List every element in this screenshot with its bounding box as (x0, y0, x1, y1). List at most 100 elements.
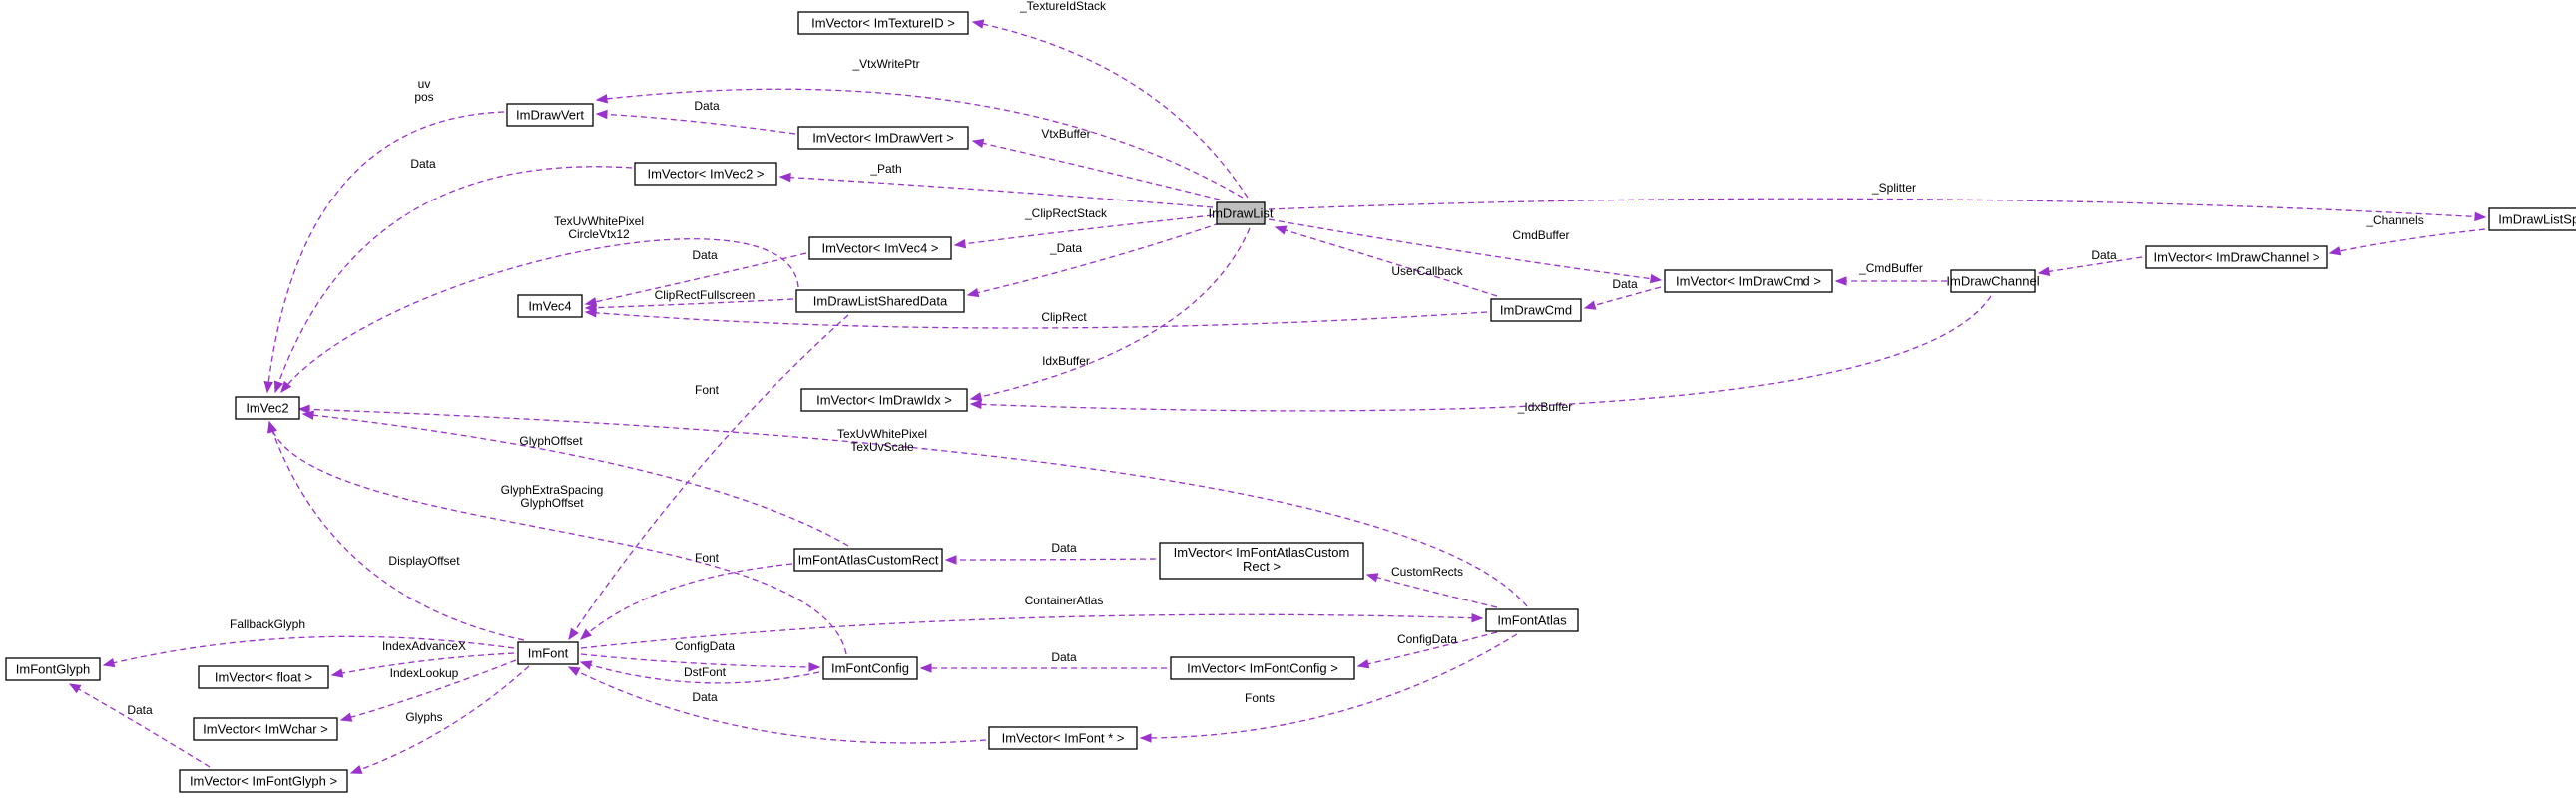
node-box[interactable] (517, 294, 583, 318)
edge-arrowhead (919, 663, 932, 673)
node-box[interactable] (1490, 298, 1582, 322)
node-ImVecDrawVert[interactable]: ImVector< ImDrawVert > (797, 126, 969, 150)
node-box[interactable] (822, 656, 918, 680)
node-label: ImVector< float > (215, 670, 312, 685)
node-ImDrawChannel[interactable]: ImDrawChannel (1946, 269, 2040, 293)
edge-ImDrawChannel-to-ImVecDrawIdx: _IdxBuffer (969, 295, 1992, 414)
node-box[interactable] (1664, 269, 1833, 293)
node-ImVecDrawIdx[interactable]: ImVector< ImDrawIdx > (800, 388, 968, 412)
edge-label: _CmdBuffer (1858, 261, 1923, 275)
node-ImDrawListSplitter[interactable]: ImDrawListSplitter (2488, 207, 2576, 231)
edge-line (779, 176, 1214, 208)
edge-arrowhead (568, 627, 579, 641)
node-ImFontAtlas[interactable]: ImFontAtlas (1485, 608, 1579, 632)
edge-arrowhead (1649, 273, 1663, 284)
edge-label: IdxBuffer (1042, 354, 1090, 368)
node-ImFontGlyph[interactable]: ImFontGlyph (5, 657, 101, 681)
edge-label: VtxBuffer (1041, 127, 1090, 141)
edge-label: Data (694, 99, 720, 113)
node-box[interactable] (1950, 269, 2036, 293)
edge-line (1366, 574, 1498, 608)
edge-ImFont-to-ImVec2: DisplayOffset (267, 420, 525, 641)
node-label: ImFontAtlasCustomRect (798, 553, 939, 568)
node-box[interactable] (5, 657, 101, 681)
node-box[interactable] (808, 236, 952, 260)
edge-label: Data (2091, 248, 2117, 262)
edge-arrowhead (339, 712, 353, 722)
edge-label: Data (127, 703, 153, 717)
edge-label: ConfigData (1397, 632, 1457, 646)
node-box[interactable] (795, 289, 965, 313)
edge-line (331, 652, 515, 676)
node-box[interactable] (1485, 608, 1579, 632)
node-ImVec4[interactable]: ImVec4 (517, 294, 583, 318)
node-ImVecFloat[interactable]: ImVector< float > (198, 665, 329, 689)
edge-ImDrawList-to-ImDrawListSharedData: _Data (966, 222, 1221, 298)
edge-ImVecDrawVert-to-ImDrawVert: Data (595, 99, 796, 135)
node-label: ImVec4 (528, 299, 571, 314)
node-label: ImVector< ImDrawChannel > (2154, 250, 2320, 265)
node-box[interactable] (517, 641, 579, 665)
node-ImVecFontGlyph[interactable]: ImVector< ImFontGlyph > (179, 769, 348, 793)
node-box[interactable] (2145, 245, 2328, 269)
node-box[interactable] (198, 665, 329, 689)
edge-ImDrawList-to-ImVecDrawVert: VtxBuffer (971, 127, 1221, 200)
edge-label: UserCallback (1391, 264, 1463, 278)
node-ImFont[interactable]: ImFont (517, 641, 579, 665)
node-box[interactable] (506, 103, 594, 127)
node-box[interactable] (2488, 207, 2576, 231)
node-ImDrawVert[interactable]: ImDrawVert (506, 103, 594, 127)
edge-arrowhead (1356, 659, 1370, 669)
edge-line (580, 661, 820, 684)
edge-arrowhead (567, 666, 581, 676)
node-box[interactable] (634, 162, 777, 186)
node-label: ImVector< ImTextureID > (811, 16, 955, 31)
node-ImFontAtlasCustomRect[interactable]: ImFontAtlasCustomRect (793, 548, 943, 572)
edge-line (103, 635, 515, 666)
node-ImVec2[interactable]: ImVec2 (235, 396, 300, 420)
node-ImVecDrawCmd[interactable]: ImVector< ImDrawCmd > (1664, 269, 1833, 293)
edge-label: Data (692, 690, 718, 704)
edge-line (274, 166, 633, 393)
node-ImFontConfig[interactable]: ImFontConfig (822, 656, 918, 680)
node-box[interactable] (797, 11, 969, 35)
node-ImVecVec4[interactable]: ImVector< ImVec4 > (808, 236, 952, 260)
edge-label: _IdxBuffer (1517, 400, 1572, 414)
node-ImVecVec2[interactable]: ImVector< ImVec2 > (634, 162, 777, 186)
edge-label: Data (1051, 650, 1077, 664)
node-box[interactable] (800, 388, 968, 412)
node-ImDrawCmd[interactable]: ImDrawCmd (1490, 298, 1582, 322)
node-ImVecWchar[interactable]: ImVector< ImWchar > (193, 717, 338, 741)
edge-label: GlyphOffset (519, 434, 583, 448)
edge-ImFont-to-ImVecFloat: IndexAdvanceX (330, 639, 515, 678)
node-box[interactable] (988, 726, 1138, 750)
node-ImDrawListSharedData[interactable]: ImDrawListSharedData (795, 289, 965, 313)
edge-arrowhead (971, 19, 985, 29)
node-box[interactable] (1216, 201, 1266, 225)
node-box[interactable] (193, 717, 338, 741)
node-box[interactable] (797, 126, 969, 150)
node-ImVecTextureID[interactable]: ImVector< ImTextureID > (797, 11, 969, 35)
node-box[interactable] (1170, 656, 1355, 680)
node-ImVecFontPtr[interactable]: ImVector< ImFont * > (988, 726, 1138, 750)
node-box[interactable] (235, 396, 300, 420)
edge-label: Data (410, 157, 436, 171)
edge-arrowhead (944, 555, 957, 565)
node-ImVecFontConfig[interactable]: ImVector< ImFontConfig > (1170, 656, 1355, 680)
edge-arrowhead (584, 297, 598, 307)
edge-arrowhead (595, 109, 608, 120)
node-ImVecDrawChannel[interactable]: ImVector< ImDrawChannel > (2145, 245, 2328, 269)
edge-label: _Data (1049, 241, 1082, 255)
node-box[interactable] (793, 548, 943, 572)
node-box[interactable] (179, 769, 348, 793)
edge-arrowhead (2328, 246, 2342, 256)
edge-arrowhead (579, 628, 592, 640)
edge-ImDrawListSharedData-to-ImVec4: ClipRectFullscreen (584, 288, 794, 313)
edge-label: Data (1612, 277, 1638, 291)
node-box[interactable] (1159, 542, 1364, 580)
node-ImDrawList[interactable]: ImDrawList (1208, 201, 1274, 225)
